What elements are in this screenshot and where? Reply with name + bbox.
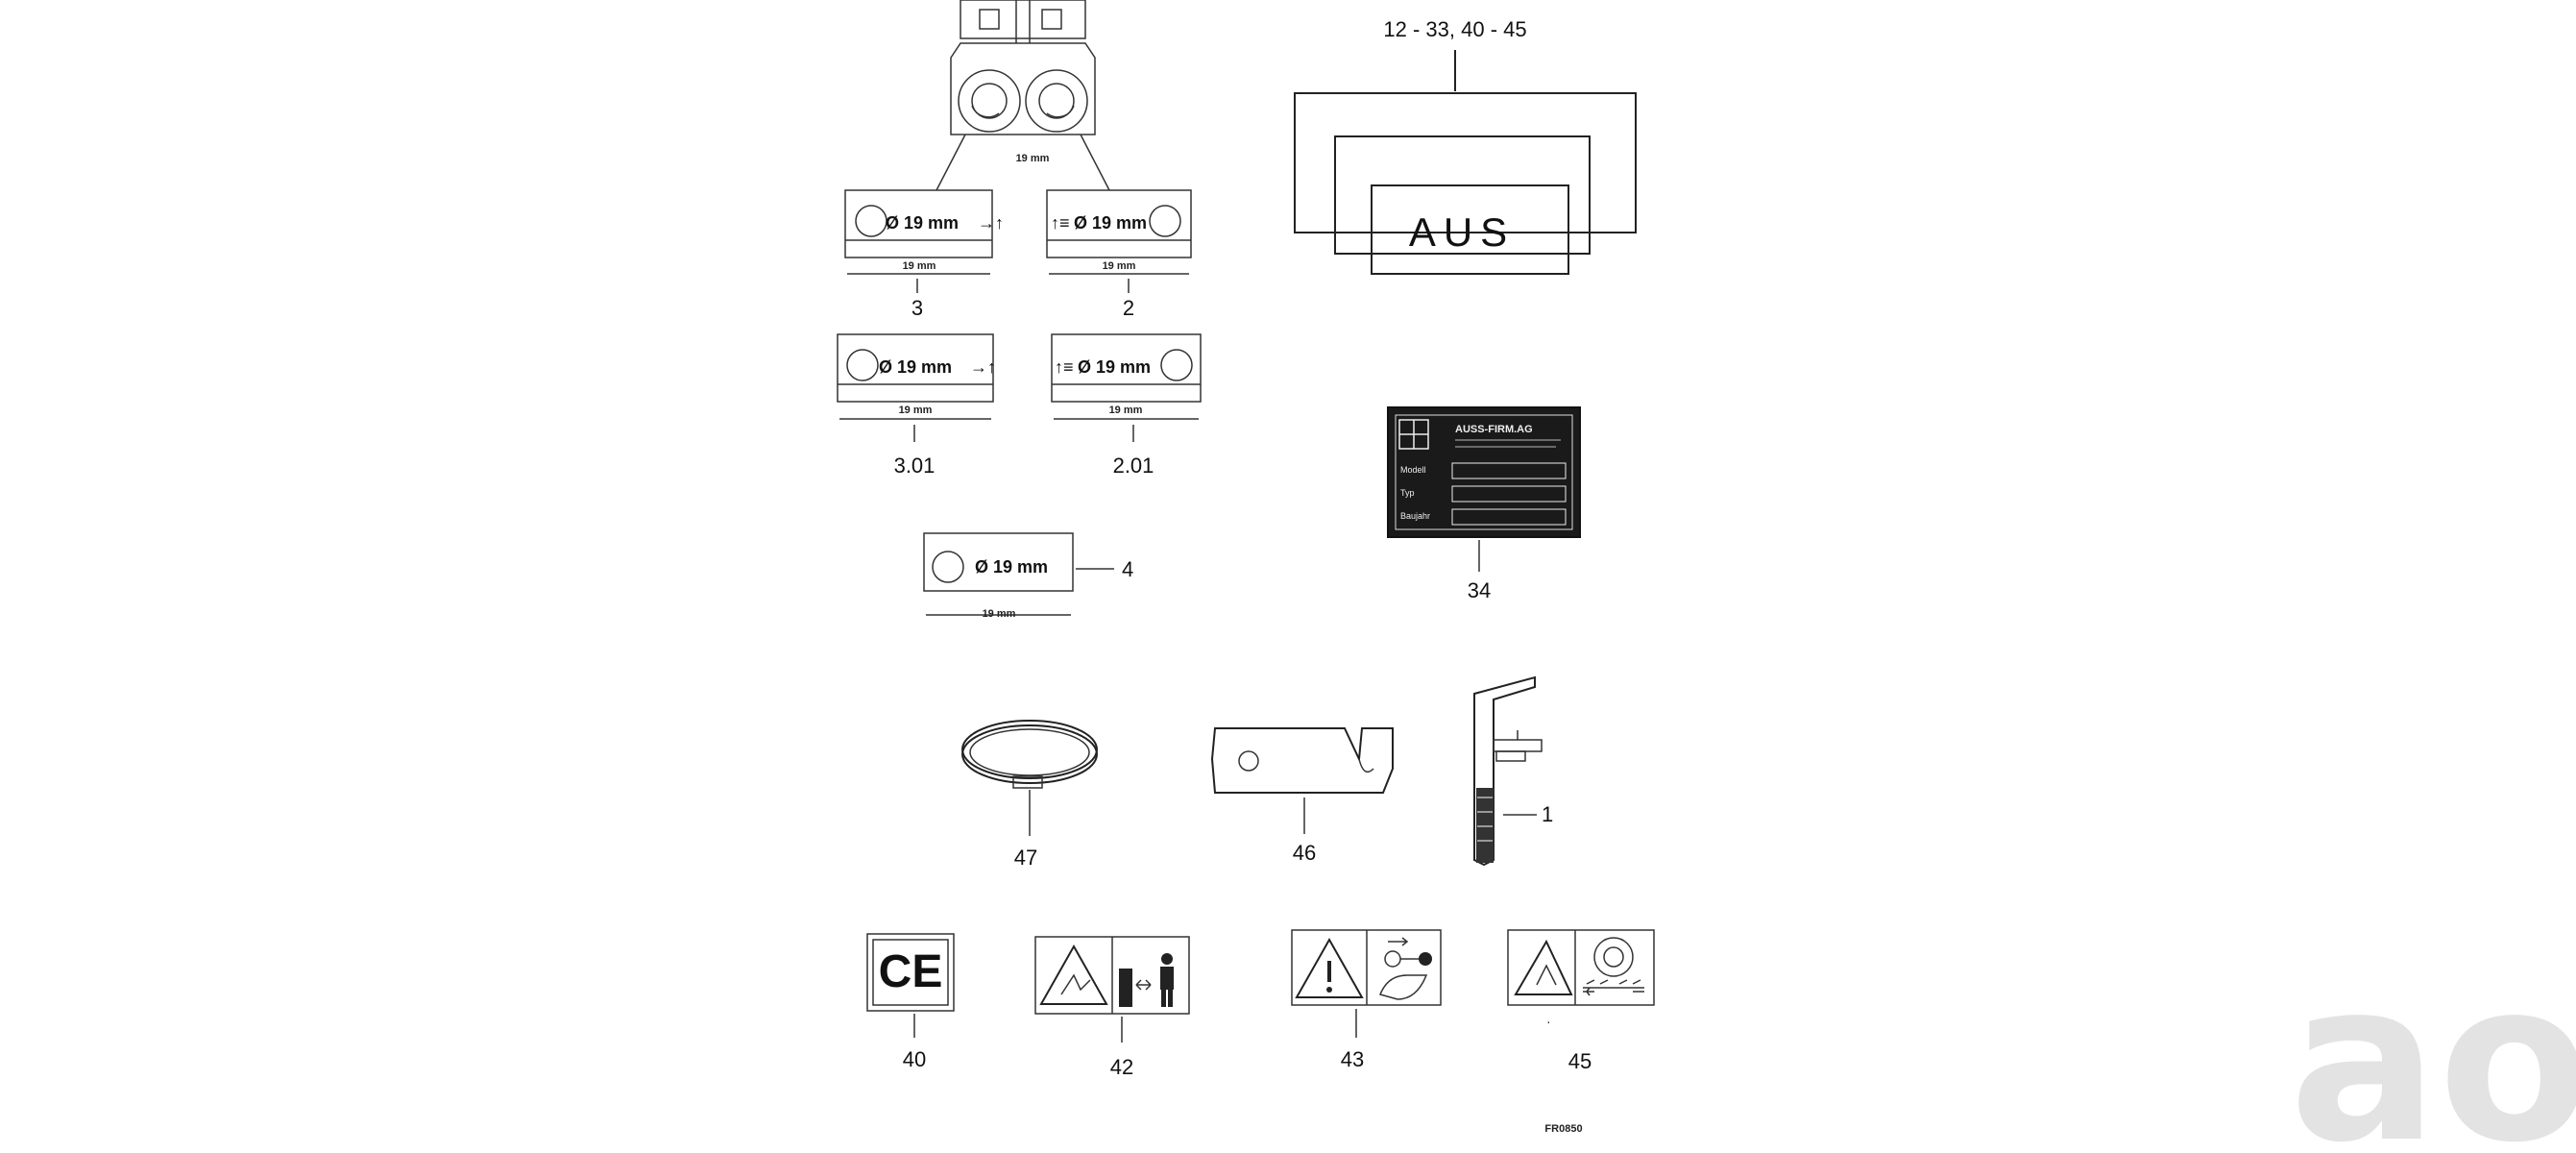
watermark-logo: ao (2289, 935, 2576, 1153)
plate-row-2: Typ (1400, 488, 1415, 498)
svg-text:→↑: →↑ (970, 357, 996, 377)
callout-3-01: 3.01 (894, 454, 936, 478)
callout-43: 43 (1341, 1047, 1364, 1071)
hook-bolt: 1 (1473, 675, 1553, 867)
aus-text: AUS (1409, 209, 1515, 255)
svg-text:↑≡: ↑≡ (1055, 357, 1074, 377)
distance-arrow-icon (1135, 979, 1152, 991)
callout-4: 4 (1122, 557, 1133, 581)
sticker-2-01: ↑≡ Ø 19 mm 19 mm 2.01 (1051, 333, 1202, 478)
callout-2: 2 (1123, 296, 1134, 320)
rotor-blade-icon (1593, 937, 1634, 977)
wall-icon (1119, 969, 1132, 1007)
sticker-3-sub: 19 mm (903, 260, 936, 272)
drawing-code: FR0850 (1544, 1123, 1582, 1135)
plate-row-1: Modell (1400, 465, 1426, 475)
sticker-3: Ø 19 mm →↑ 19 mm 3 (844, 189, 1004, 320)
rotor-assembly: 19 mm (936, 0, 1110, 191)
sticker-301-text: Ø 19 mm (879, 357, 952, 377)
callout-47: 47 (1014, 846, 1037, 870)
plate-row-3: Baujahr (1400, 511, 1430, 521)
svg-text:→↑: →↑ (978, 213, 1004, 233)
warning-label-42: 42 (1034, 936, 1190, 1079)
sticker-2-sub: 19 mm (1103, 260, 1136, 272)
callout-1: 1 (1542, 802, 1553, 826)
callout-45: 45 (1568, 1049, 1592, 1073)
callout-42: 42 (1110, 1055, 1133, 1079)
sticker-201-text: Ø 19 mm (1078, 357, 1151, 377)
callout-3: 3 (911, 296, 923, 320)
hose-clamp: 47 (961, 720, 1098, 870)
sticker-4: Ø 19 mm 19 mm 4 (923, 532, 1133, 620)
ce-mark-icon: CE (879, 946, 943, 997)
watermark-text: ao (2289, 935, 2576, 1153)
svg-text:↑≡: ↑≡ (1051, 213, 1070, 233)
shaft-icon (1384, 950, 1401, 968)
sticker-2: ↑≡ Ø 19 mm 19 mm 2 (1046, 189, 1192, 320)
id-plate: AUSS-FIRM.AG Modell Typ Baujahr 34 (1387, 406, 1581, 602)
sticker-4-sub: 19 mm (983, 608, 1016, 620)
sticker-3-text: Ø 19 mm (886, 213, 959, 233)
plate-title: AUSS-FIRM.AG (1455, 424, 1533, 435)
person-icon (1161, 953, 1173, 965)
callout-46: 46 (1293, 841, 1316, 865)
sticker-3-01: Ø 19 mm →↑ 19 mm 3.01 (837, 333, 996, 478)
aus-label-group: 12 - 33, 40 - 45 AUS (1294, 17, 1637, 275)
rotor-caption: 19 mm (1016, 153, 1050, 164)
hand-icon (1378, 974, 1428, 1000)
callout-40: 40 (903, 1047, 926, 1071)
warning-triangle-icon (1514, 939, 1573, 995)
hook-plate: 46 (1210, 727, 1394, 865)
svg-text:·: · (1546, 1014, 1551, 1029)
warning-label-45: · 45 (1507, 929, 1655, 1073)
ce-label: CE 40 (866, 933, 955, 1071)
warning-label-43: 43 (1291, 929, 1442, 1071)
top-ref-label: 12 - 33, 40 - 45 (1383, 17, 1526, 41)
sticker-4-text: Ø 19 mm (975, 557, 1048, 576)
callout-34: 34 (1468, 578, 1491, 602)
sticker-201-sub: 19 mm (1109, 405, 1143, 416)
sticker-2-text: Ø 19 mm (1074, 213, 1147, 233)
warning-triangle-icon (1039, 944, 1108, 1005)
callout-2-01: 2.01 (1113, 454, 1154, 478)
warning-triangle-icon (1295, 937, 1364, 998)
sticker-301-sub: 19 mm (899, 405, 933, 416)
